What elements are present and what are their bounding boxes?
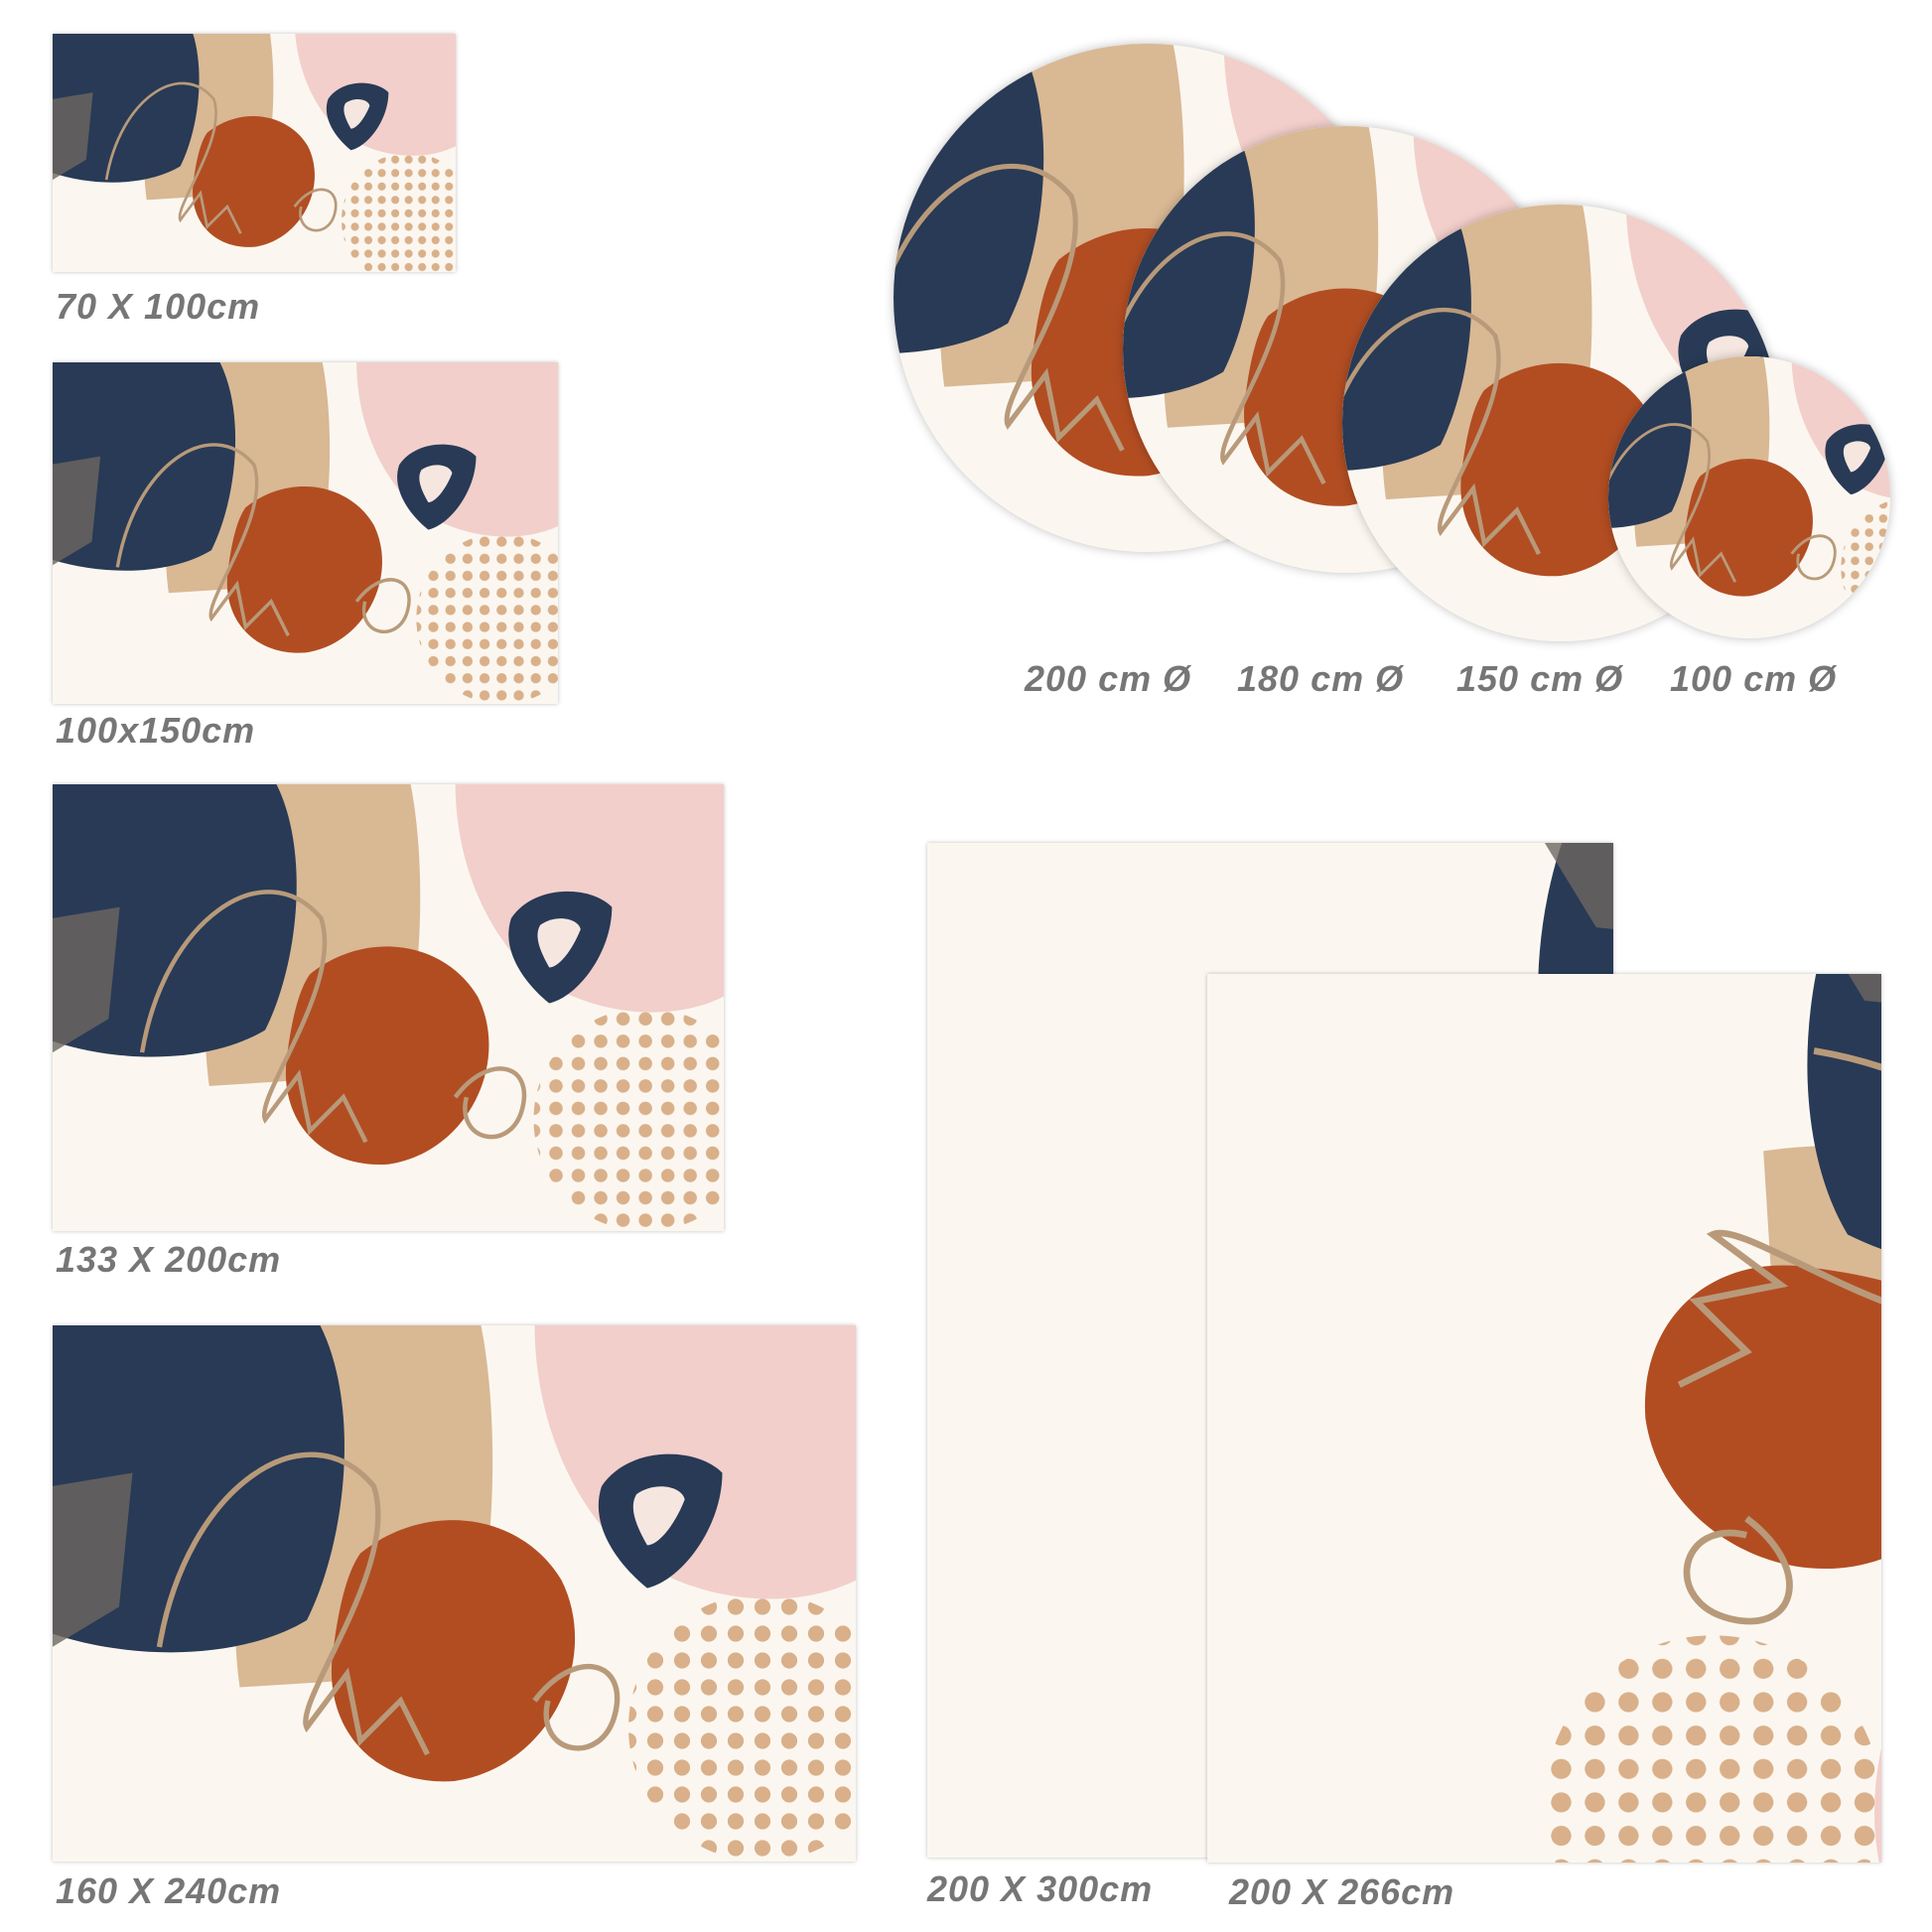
size-label: 160 X 240cm (56, 1870, 282, 1911)
size-label: 150 cm Ø (1456, 658, 1624, 699)
size-label: 200 X 300cm (927, 1868, 1154, 1909)
size-label: 200 cm Ø (1025, 658, 1192, 699)
size-label: 100 cm Ø (1670, 658, 1838, 699)
rug-preview-200x266 (1207, 974, 1881, 1863)
round-rug-100 (1608, 356, 1890, 638)
size-label: 200 X 266cm (1229, 1871, 1455, 1912)
size-label: 100x150cm (56, 710, 256, 751)
size-label: 180 cm Ø (1237, 658, 1405, 699)
rug-preview-133x200 (53, 784, 724, 1231)
rug-preview-160x240 (53, 1325, 856, 1862)
rug-preview-100x150 (53, 362, 558, 704)
size-label: 70 X 100cm (56, 286, 261, 327)
rug-preview-70x100 (53, 34, 456, 272)
size-label: 133 X 200cm (56, 1239, 282, 1280)
